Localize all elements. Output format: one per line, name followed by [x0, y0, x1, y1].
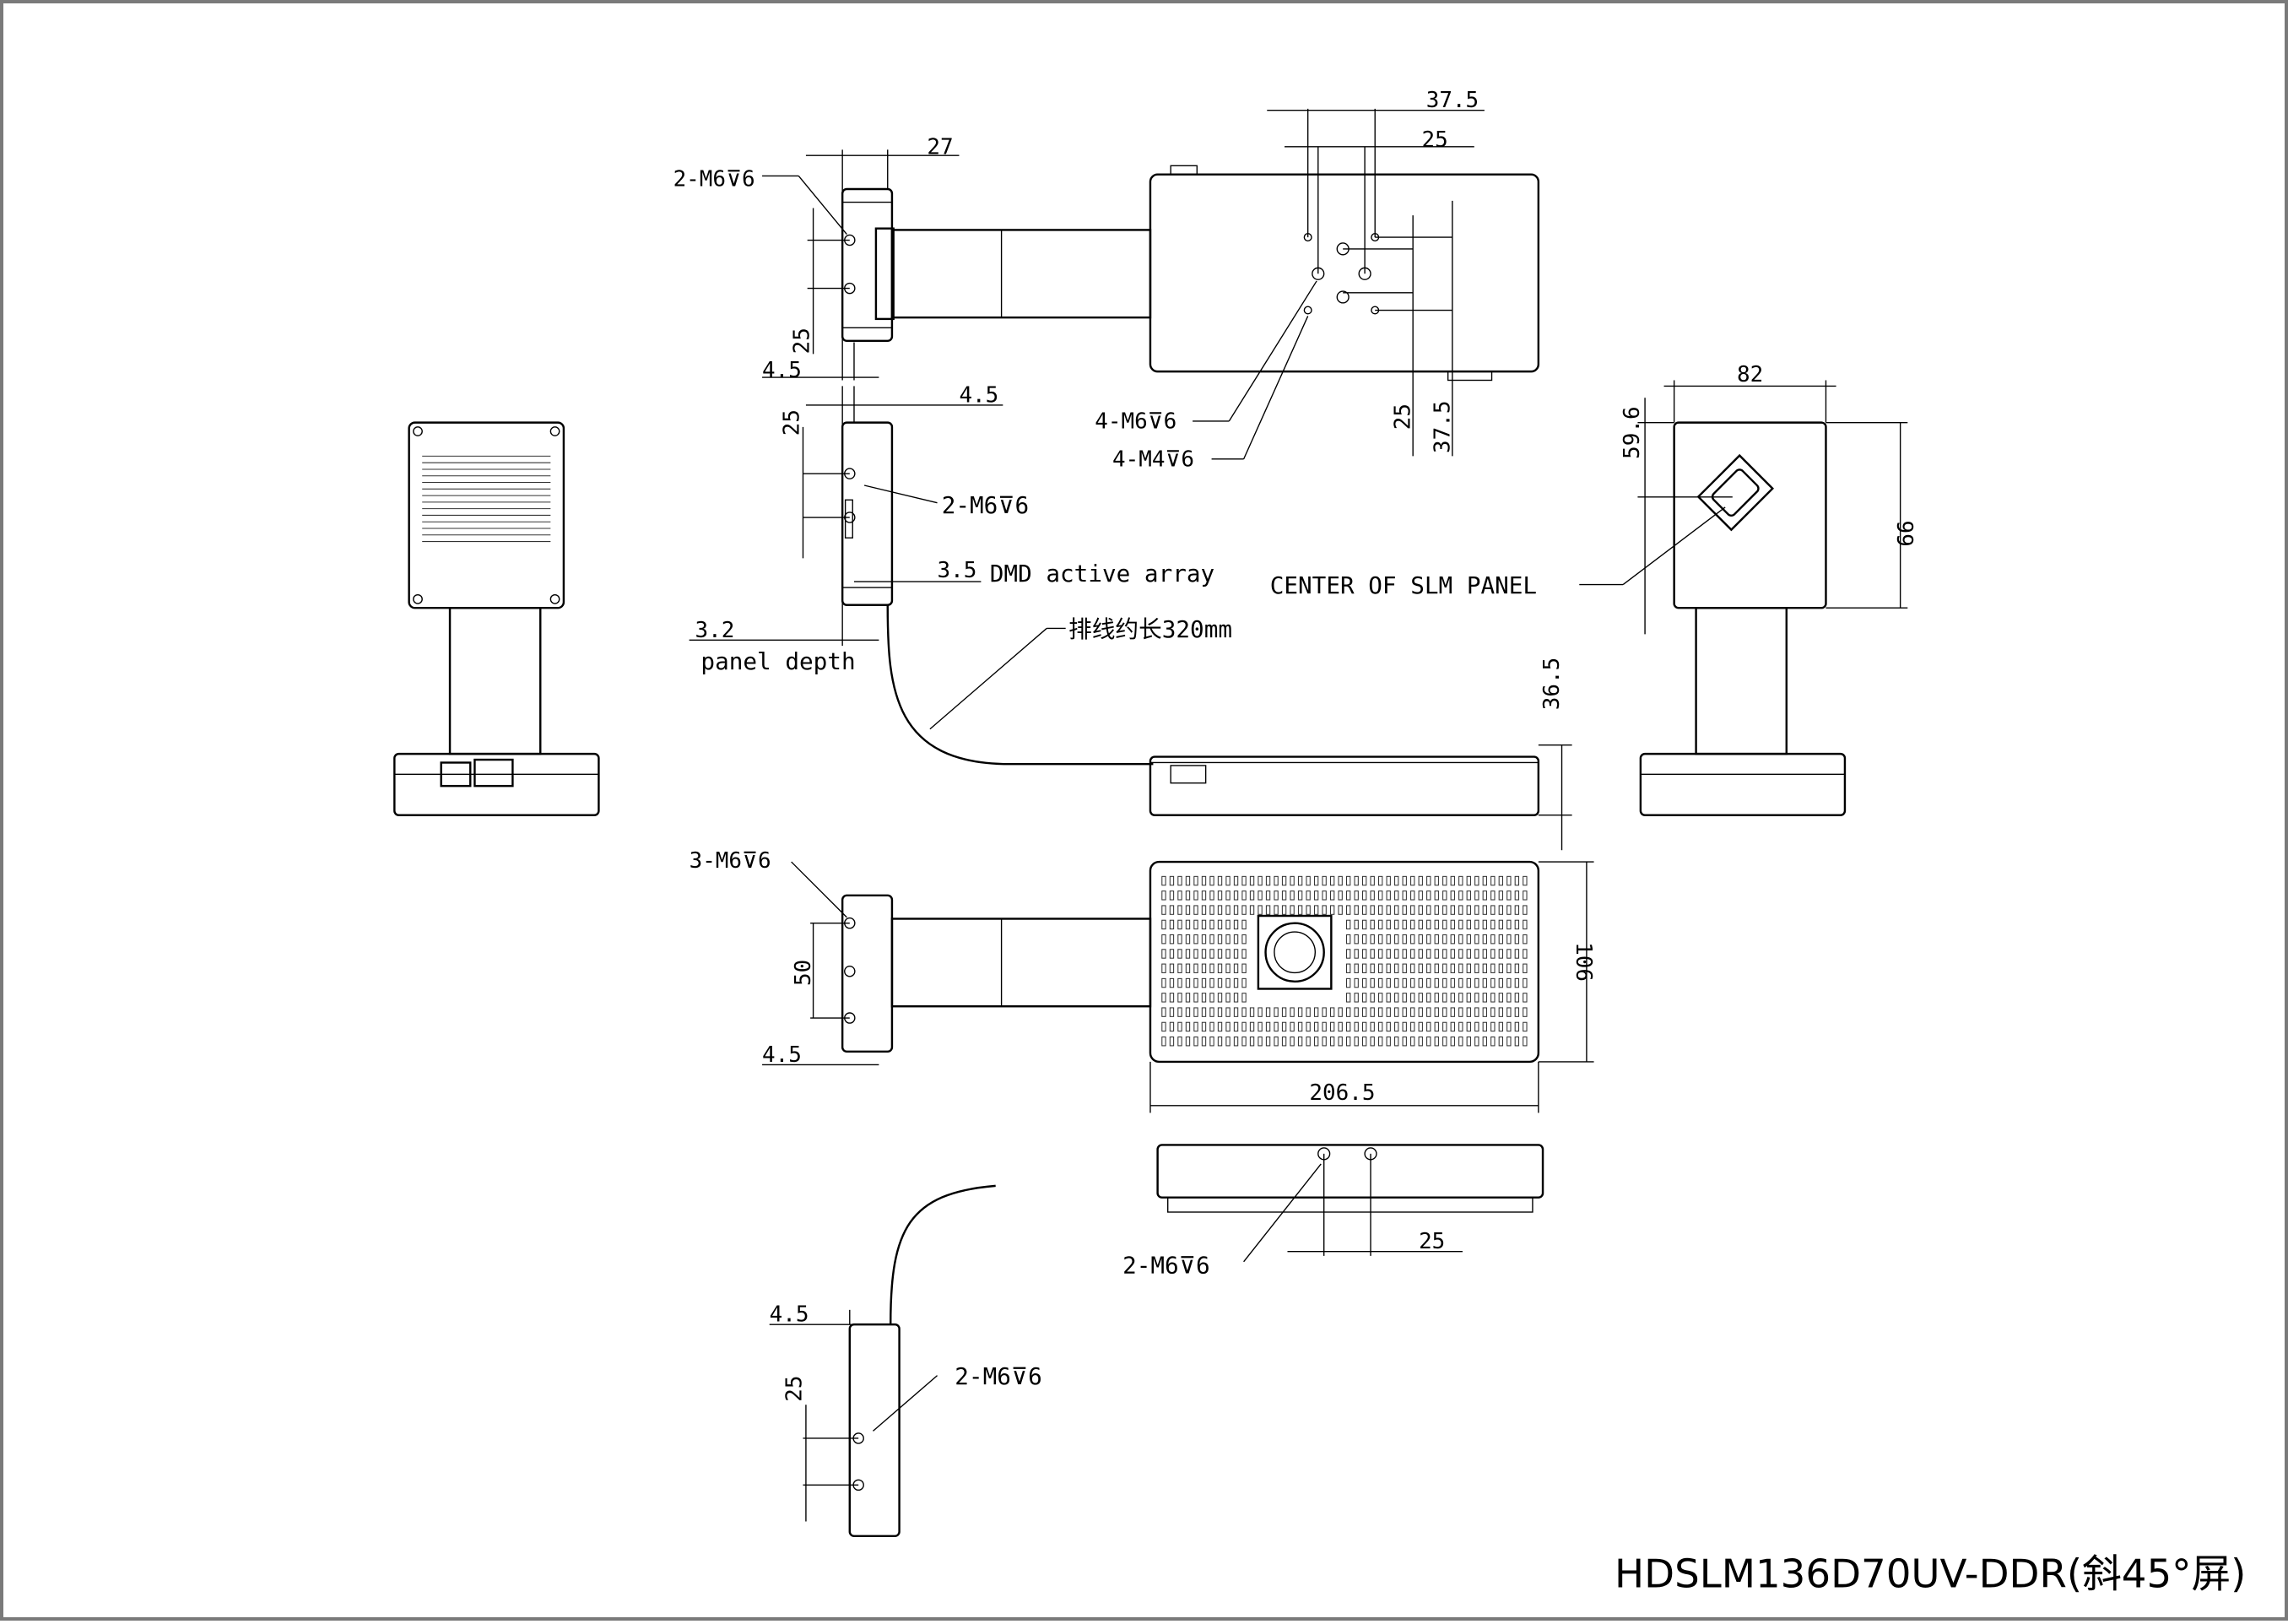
note-top-plan-m4: 4-M4⊽6: [1112, 447, 1194, 473]
note-top-side-hole: 2-M6⊽6: [673, 167, 755, 192]
dim-right-height: 99: [1891, 520, 1917, 546]
note-mid-side-hole: 2-M6⊽6: [942, 491, 1030, 519]
dim-top-plan-v375: 37.5: [1430, 401, 1455, 453]
dim-top-side-thk: 4.5: [762, 358, 802, 383]
lower-view: [762, 860, 1594, 1113]
dim-foot-pitch: 25: [782, 1376, 808, 1402]
dim-bottom-pitch: 25: [1419, 1229, 1445, 1254]
top-side-view: [762, 149, 1152, 381]
dim-foot-thk: 4.5: [770, 1302, 809, 1328]
label-active-array: DMD active array: [990, 560, 1214, 587]
left-view: [393, 421, 600, 816]
note-low-hole: 3-M6⊽6: [690, 848, 771, 874]
bottom-view: [769, 1144, 1544, 1538]
dim-top-plan-v25: 25: [1391, 403, 1416, 430]
label-center-slm: CENTER OF SLM PANEL: [1270, 571, 1537, 599]
dim-mid-side-pitch: 25: [779, 409, 804, 436]
right-view: [1579, 380, 1908, 816]
dim-driver-height: 36.5: [1539, 658, 1565, 710]
note-bottom-hole: 2-M6⊽6: [1122, 1252, 1210, 1280]
dim-board-height: 106: [1571, 942, 1596, 982]
dim-low-pitch: 50: [791, 960, 816, 986]
dim-top-plan-inner: 25: [1422, 127, 1448, 153]
dim-top-side-pitch: 25: [789, 328, 814, 354]
dim-panel-depth: 3.2: [695, 618, 735, 643]
dim-active-array: 3.5: [938, 558, 977, 583]
note-top-plan-m6: 4-M6⊽6: [1095, 409, 1176, 435]
dim-low-thk: 4.5: [762, 1042, 802, 1068]
dim-mid-side-thk: 4.5: [959, 382, 998, 408]
dim-right-width: 82: [1737, 362, 1763, 387]
note-foot-hole: 2-M6⊽6: [955, 1362, 1042, 1390]
note-cable-length: 排线约长320mm: [1068, 615, 1232, 643]
dim-right-center: 59.6: [1620, 406, 1645, 458]
dimension-labels: 27 2-M6⊽6 25 4.5 4.5 25 2-M6⊽6 3.5 DMD a…: [673, 88, 1917, 1402]
dim-top-side-width: 27: [927, 135, 953, 160]
dim-board-length: 206.5: [1309, 1080, 1375, 1106]
dim-top-plan-outer: 37.5: [1426, 88, 1479, 113]
driver-side-view: [1149, 744, 1572, 851]
label-panel-depth: panel depth: [700, 647, 855, 675]
technical-drawing: 27 2-M6⊽6 25 4.5 4.5 25 2-M6⊽6 3.5 DMD a…: [393, 88, 2246, 1597]
middle-side-view: [689, 386, 1154, 766]
drawing-title: HDSLM136D70UV-DDR(斜45°屏): [1615, 1551, 2246, 1597]
top-plan-view: [1149, 108, 1540, 460]
